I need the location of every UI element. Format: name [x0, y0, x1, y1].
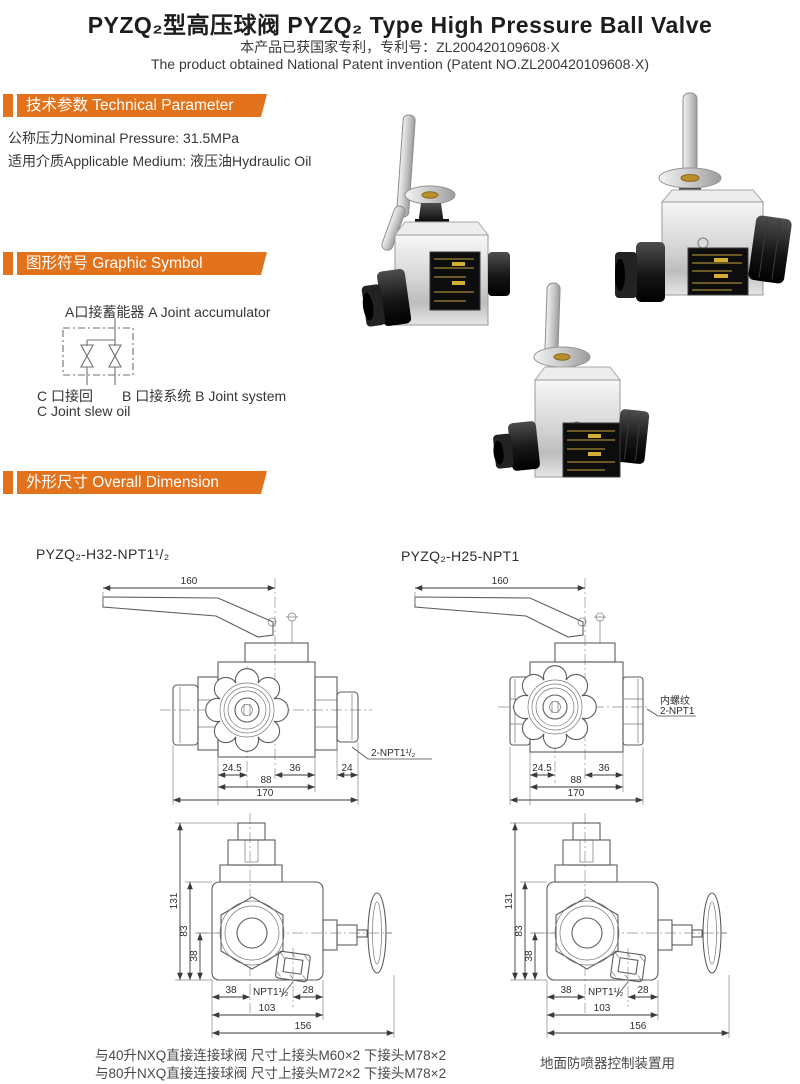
section-chip — [3, 94, 13, 117]
dim-d: 88 — [570, 775, 582, 786]
dim-a: 24.5 — [222, 763, 242, 774]
dim-w2: 28 — [302, 985, 314, 996]
drawing-side-right: 131 83 38 38 NPT1¹/₂ 28 103 156 — [504, 813, 730, 1038]
bottom-port — [610, 950, 646, 983]
nameplate — [429, 251, 481, 311]
dim-e: 170 — [568, 788, 585, 799]
caption-bop: 地面防喷器控制装置用 — [540, 1056, 675, 1071]
dim-d: 88 — [260, 775, 272, 786]
dim-w4: 156 — [295, 1021, 312, 1032]
dim-w1: 38 — [225, 985, 237, 996]
thread-callout: 2-NPT1¹/₂ — [371, 748, 416, 759]
dim-w1: 38 — [560, 985, 572, 996]
dim-h1: 131 — [504, 892, 515, 909]
symbol-label-port-a: A口接蓄能器 A Joint accumulator — [65, 304, 271, 320]
dim-handle-length: 160 — [492, 576, 509, 587]
symbol-label-port-b: B 口接系统 B Joint system — [122, 388, 287, 404]
bottom-port — [275, 950, 311, 983]
section-header-dimension: 外形尺寸 Overall Dimension — [17, 471, 267, 494]
caption-nxq80: 与80升NXQ直接连接球阀 尺寸上接头M72×2 下接头M78×2 — [95, 1066, 447, 1081]
dim-w3: 103 — [259, 1003, 276, 1014]
product-photo-right-valve — [615, 92, 792, 302]
nameplate — [687, 247, 749, 296]
dim-e: 170 — [257, 788, 274, 799]
applicable-medium-text: 适用介质Applicable Medium: 液压油Hydraulic Oil — [8, 153, 312, 169]
dim-b: 36 — [598, 763, 610, 774]
patent-line-cn: 本产品已获国家专利，专利号：ZL200420109608·X — [240, 39, 560, 55]
nameplate — [562, 422, 621, 478]
thread-callout-cn: 内螺纹 — [660, 694, 690, 707]
section-chip — [3, 471, 13, 494]
dim-h2: 83 — [514, 925, 525, 937]
drawing-side-left: 131 83 38 38 NPT1¹/₂ 28 103 156 — [169, 813, 395, 1038]
dim-h3: 38 — [189, 950, 200, 962]
dim-h2: 83 — [179, 925, 190, 937]
patent-line-en: The product obtained National Patent inv… — [150, 56, 650, 72]
dim-w2: 28 — [637, 985, 649, 996]
hydraulic-symbol-diagram — [62, 318, 134, 385]
dim-c: 24 — [341, 763, 353, 774]
dim-h3: 38 — [524, 950, 535, 962]
section-chip — [3, 252, 13, 275]
dim-w4: 156 — [630, 1021, 647, 1032]
port-callout: NPT1¹/₂ — [588, 987, 624, 998]
section-header-technical: 技术参数 Technical Parameter — [17, 94, 267, 117]
product-photos — [361, 92, 792, 478]
flange-rosette — [513, 665, 597, 749]
model-label-left: PYZQ₂-H32-NPT1¹/₂ — [36, 546, 170, 562]
drawing-front-right: 160 24.5 36 88 170 内螺纹 2-NPT1 — [414, 576, 696, 805]
symbol-label-port-c-en: C Joint slew oil — [37, 403, 131, 419]
dim-b: 36 — [289, 763, 301, 774]
port-callout: NPT1¹/₂ — [253, 987, 289, 998]
drawing-front-left: 160 24.5 36 24 88 170 2-NPT1¹/₂ — [102, 576, 432, 805]
product-photo-left-valve — [361, 114, 510, 327]
caption-nxq40: 与40升NXQ直接连接球阀 尺寸上接头M60×2 下接头M78×2 — [95, 1048, 447, 1063]
dim-h1: 131 — [169, 892, 180, 909]
product-photo-center-valve — [493, 282, 650, 478]
nominal-pressure-text: 公称压力Nominal Pressure: 31.5MPa — [8, 130, 240, 146]
model-label-right: PYZQ₂-H25-NPT1 — [401, 548, 520, 564]
dimension-drawings: 160 24.5 36 24 88 170 2-NPT1¹/₂ — [102, 576, 730, 1038]
thread-callout-en: 2-NPT1 — [660, 706, 695, 717]
page-title: PYZQ₂型高压球阀 PYZQ₂ Type High Pressure Ball… — [87, 12, 713, 38]
section-header-symbol: 图形符号 Graphic Symbol — [17, 252, 267, 275]
dim-handle-length: 160 — [181, 576, 198, 587]
dim-w3: 103 — [594, 1003, 611, 1014]
flange-rosette — [205, 668, 289, 752]
symbol-label-port-c-cn: C 口接回 — [37, 388, 93, 404]
dim-a: 24.5 — [532, 763, 552, 774]
